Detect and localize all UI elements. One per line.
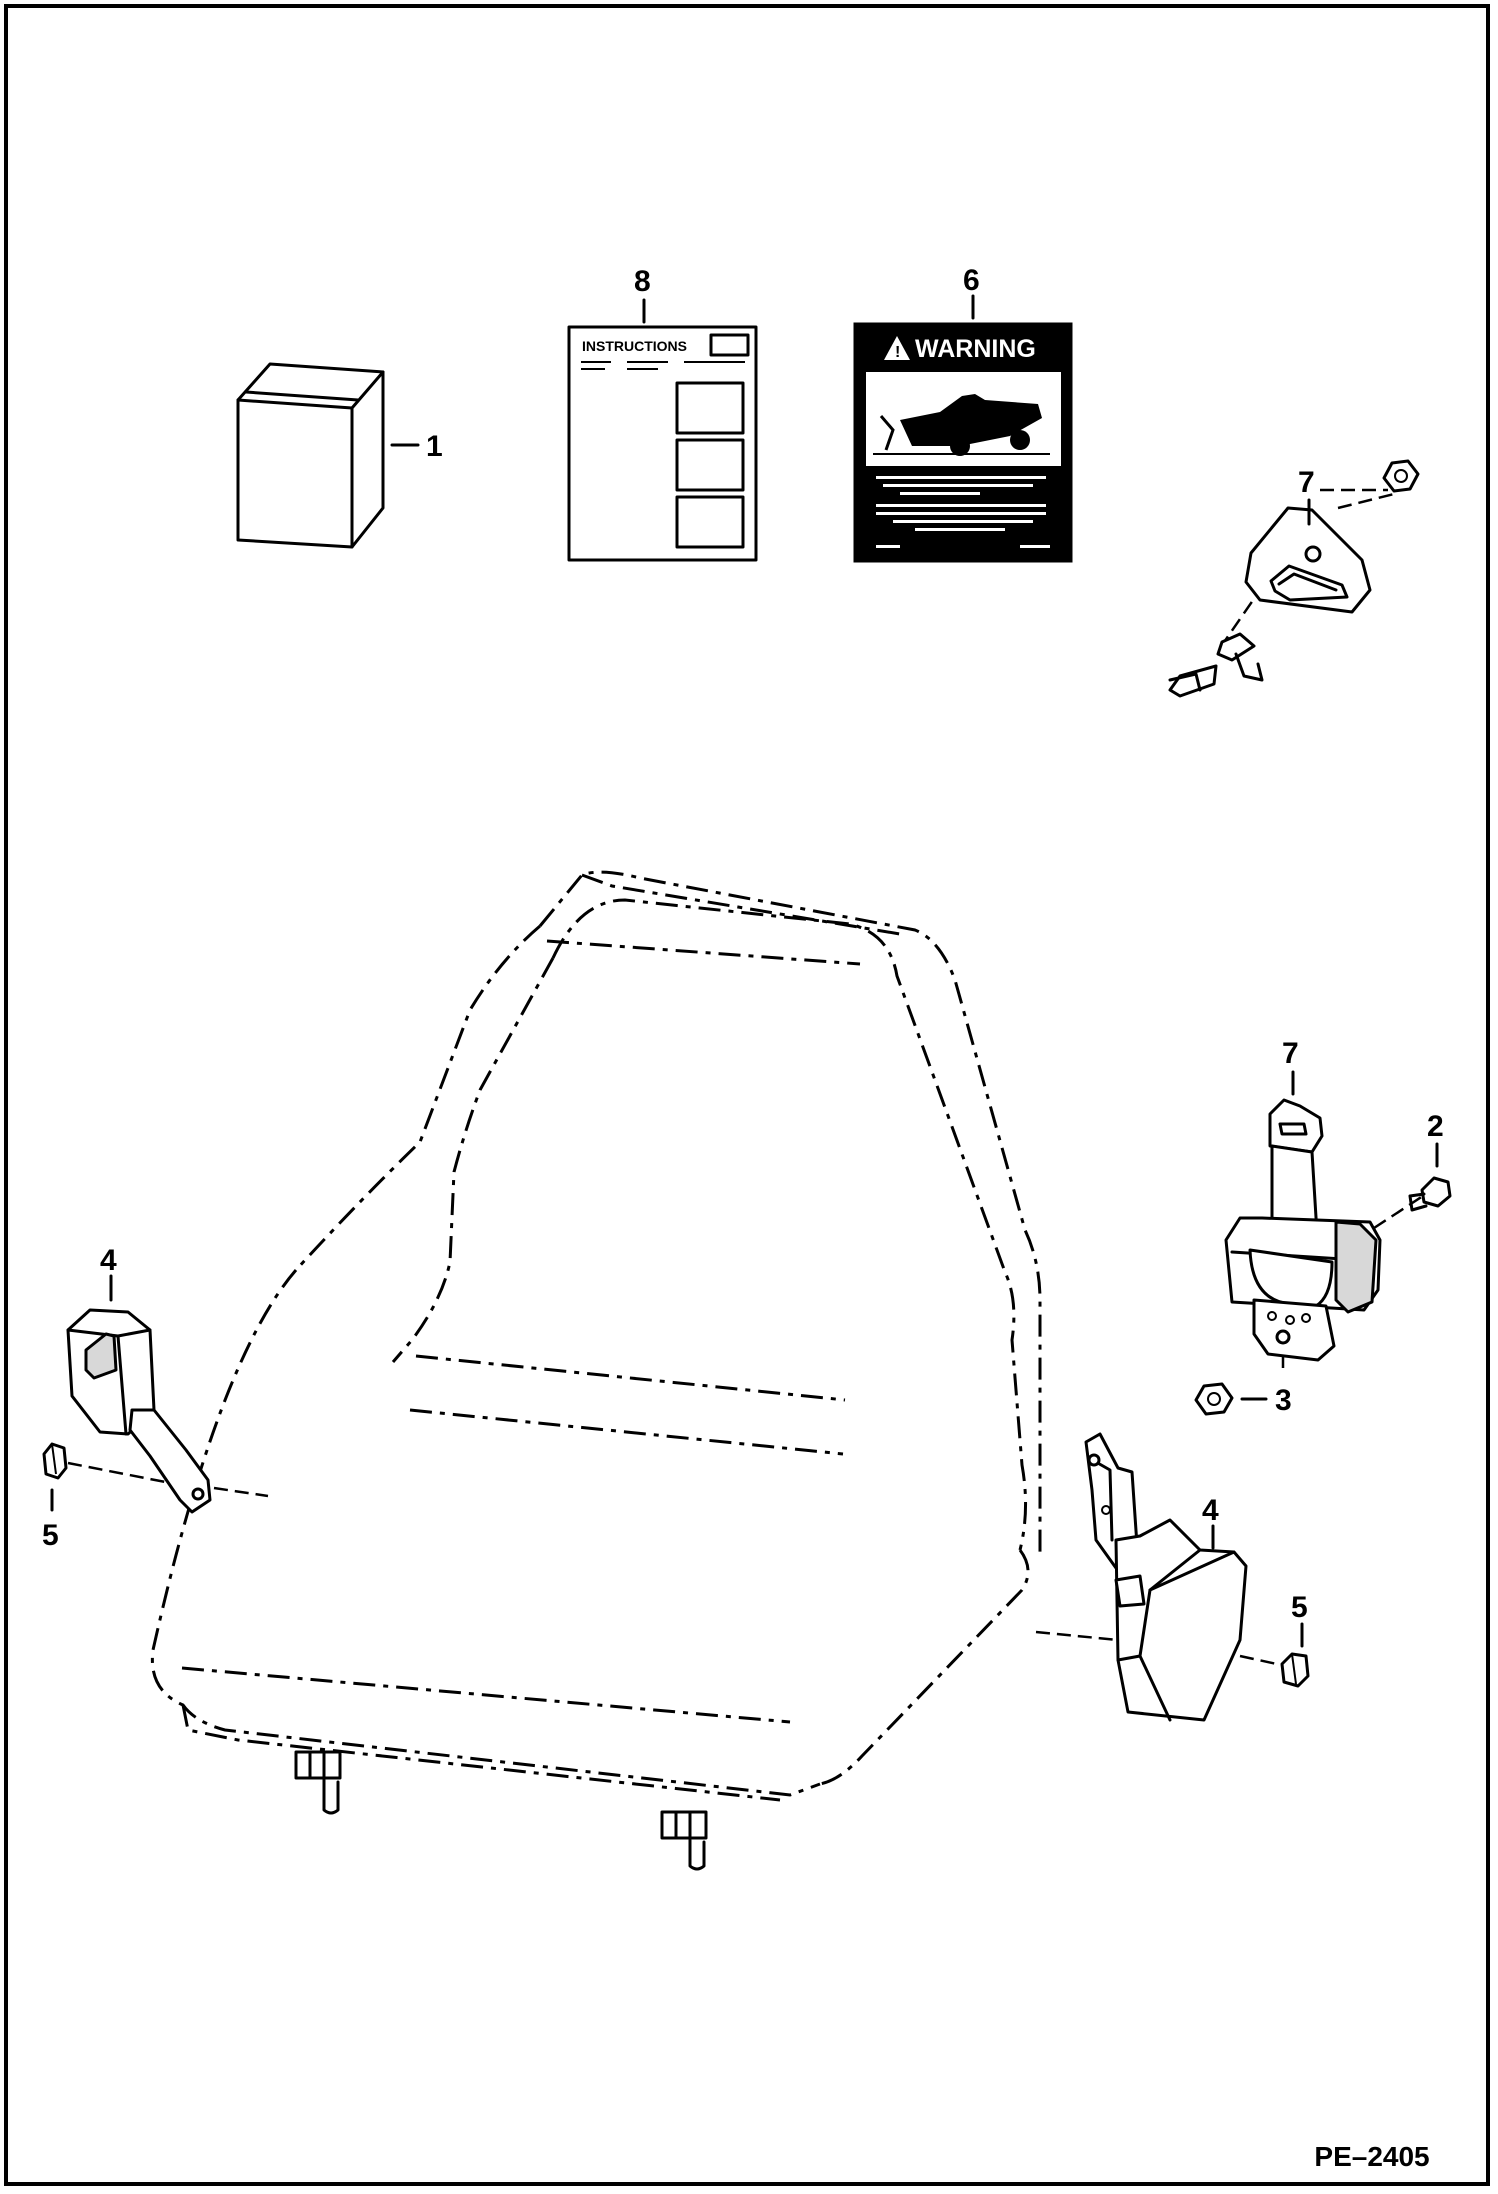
left-nut-part bbox=[42, 1442, 68, 1480]
callout-box: 1 bbox=[426, 430, 443, 463]
decal-fine-print bbox=[876, 476, 1050, 548]
retractor-nut bbox=[1194, 1382, 1234, 1416]
diagram-border bbox=[4, 4, 1490, 2186]
decal-header: WARNING bbox=[915, 335, 1036, 363]
callout-right-buckle: 4 bbox=[1202, 1494, 1219, 1527]
seat-stud bbox=[660, 1810, 708, 1871]
callout-left-buckle: 4 bbox=[100, 1244, 117, 1277]
svg-text:!: ! bbox=[895, 344, 900, 361]
callout-retractor-nut: 3 bbox=[1275, 1384, 1292, 1417]
seat-stud bbox=[294, 1750, 342, 1815]
anchor-nut bbox=[1382, 459, 1420, 493]
callout-retractor-bolt: 2 bbox=[1427, 1110, 1444, 1143]
callout-anchor-plate: 7 bbox=[1298, 466, 1315, 499]
telehandler-pictogram-icon bbox=[873, 394, 1050, 456]
warning-decal-part: ! WARNING bbox=[853, 322, 1073, 563]
retractor-bolt bbox=[1408, 1176, 1452, 1212]
callout-manual: 8 bbox=[634, 265, 651, 298]
callout-right-nut: 5 bbox=[1291, 1591, 1308, 1624]
right-buckle-part bbox=[1035, 1432, 1287, 1722]
left-buckle-part bbox=[66, 1308, 269, 1514]
callout-retractor: 7 bbox=[1282, 1037, 1299, 1070]
retractor-part bbox=[1194, 1098, 1452, 1416]
manual-title: INSTRUCTIONS bbox=[582, 338, 687, 354]
anchor-plate-part bbox=[1168, 459, 1420, 698]
callout-left-nut: 5 bbox=[42, 1519, 59, 1552]
instructions-manual-part: INSTRUCTIONS bbox=[567, 325, 758, 562]
box-part bbox=[236, 362, 385, 549]
anchor-bolt bbox=[1168, 632, 1264, 698]
right-nut-part bbox=[1280, 1652, 1310, 1688]
seat-phantom bbox=[150, 870, 1042, 1871]
reference-code: PE–2405 bbox=[1314, 2141, 1429, 2172]
callout-decal: 6 bbox=[963, 264, 980, 297]
